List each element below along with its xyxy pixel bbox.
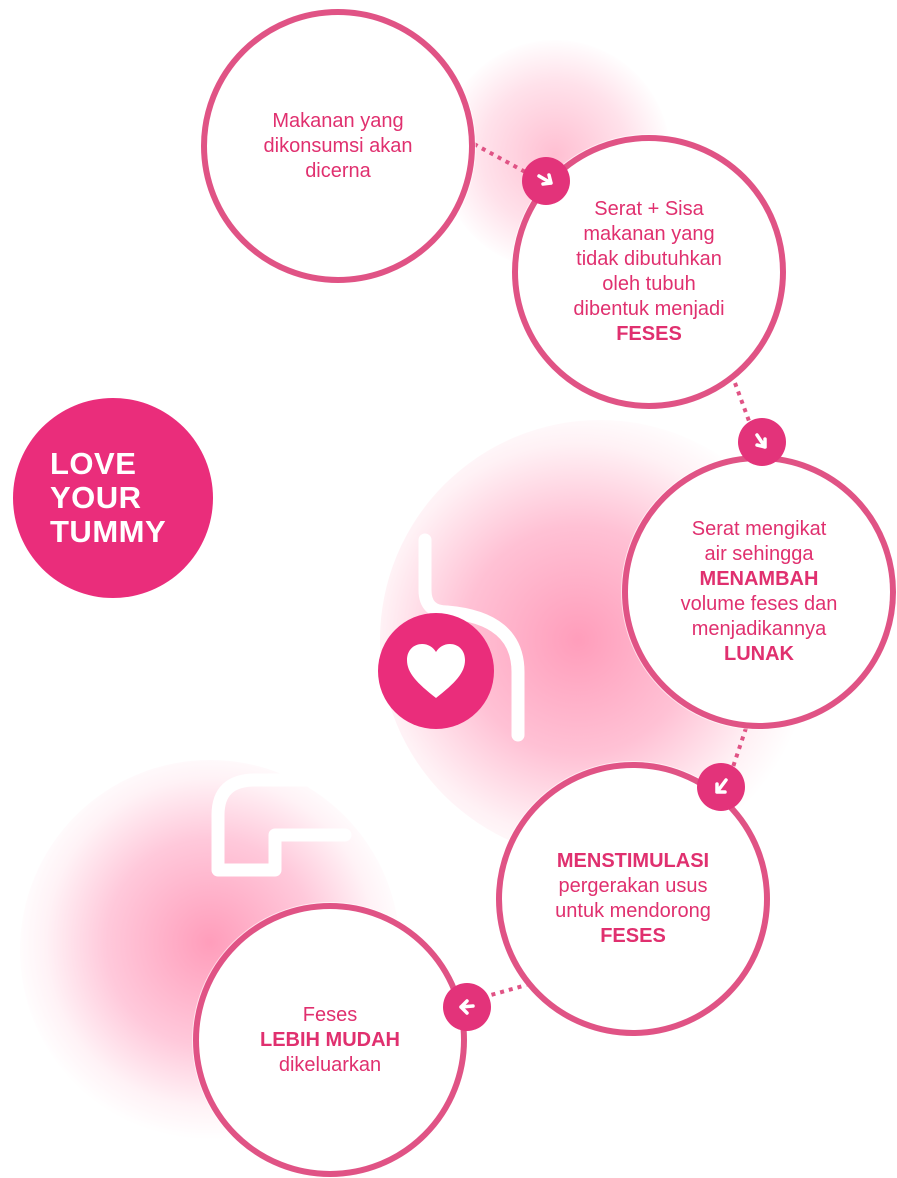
white-path-line-lower: [211, 773, 352, 877]
step-3-line-1: Serat mengikat: [691, 518, 827, 540]
dotted-connector-2: [733, 382, 758, 441]
love-your-tummy-line-3: TUMMY: [50, 514, 167, 549]
love-your-tummy-line-1: LOVE: [50, 446, 137, 481]
love-your-tummy-line-2: YOUR: [50, 480, 142, 515]
step-3-line-5: menjadikannya: [691, 618, 827, 640]
step-2-circle: Serat + Sisa makanan yang tidak dibutuhk…: [512, 135, 786, 409]
step-4-line-3: untuk mendorong: [555, 900, 711, 922]
step-2-line-3: tidak dibutuhkan: [576, 248, 722, 270]
step-1-circle: Makanan yang dikonsumsi akan dicerna: [201, 9, 475, 283]
step-3-line-2: air sehingga: [704, 543, 814, 565]
step-5-line-3: dikeluarkan: [278, 1053, 382, 1076]
step-5-line-2: LEBIH MUDAH: [260, 1028, 400, 1051]
white-path-line: [418, 533, 525, 742]
step-2-line-6: FESES: [616, 323, 682, 345]
love-your-tummy-text: LOVE YOUR TUMMY: [50, 447, 166, 549]
step-4-line-2: pergerakan usus: [558, 875, 708, 897]
step-1-line-3: dicerna: [305, 159, 371, 182]
step-2-line-2: makanan yang: [583, 223, 715, 245]
step-2-line-5: dibentuk menjadi: [573, 298, 725, 320]
arrow-left-icon: [443, 983, 491, 1031]
step-4-line-4: FESES: [600, 925, 666, 947]
step-2-text: Serat + Sisa makanan yang tidak dibutuhk…: [573, 197, 724, 347]
step-5-text: Feses LEBIH MUDAH dikeluarkan: [260, 1003, 400, 1078]
step-1-line-1: Makanan yang: [272, 109, 404, 132]
step-2-line-4: oleh tubuh: [602, 273, 696, 295]
step-3-text: Serat mengikat air sehingga MENAMBAH vol…: [681, 517, 838, 667]
step-3-line-6: LUNAK: [723, 643, 794, 665]
love-your-tummy-badge: LOVE YOUR TUMMY: [13, 398, 213, 598]
step-3-line-3: MENAMBAH: [699, 568, 819, 590]
arrow-right-down-icon: [522, 157, 570, 205]
step-5-line-1: Feses: [302, 1003, 358, 1026]
arrow-down-right-icon: [738, 418, 786, 466]
step-3-line-4: volume feses dan: [680, 593, 838, 615]
heart-badge: [378, 613, 494, 729]
step-5-circle: Feses LEBIH MUDAH dikeluarkan: [193, 903, 467, 1177]
step-1-text: Makanan yang dikonsumsi akan dicerna: [264, 109, 413, 184]
step-2-line-1: Serat + Sisa: [594, 198, 704, 220]
step-1-line-2: dikonsumsi akan: [263, 134, 413, 157]
dotted-connector-1: [473, 142, 541, 182]
arrow-down-left-icon: [697, 763, 745, 811]
step-4-line-1: MENSTIMULASI: [556, 850, 710, 872]
step-4-text: MENSTIMULASI pergerakan usus untuk mendo…: [555, 849, 711, 949]
step-3-circle: Serat mengikat air sehingga MENAMBAH vol…: [622, 455, 896, 729]
heart-icon: [407, 644, 465, 698]
